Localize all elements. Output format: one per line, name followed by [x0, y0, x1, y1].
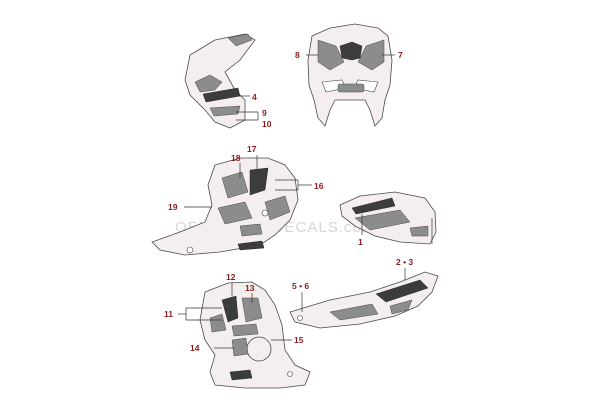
callout-16: 16: [314, 181, 324, 191]
fuel-tank: [339, 191, 437, 245]
callout-8: 8: [295, 50, 300, 60]
callout-7: 7: [398, 50, 403, 60]
callout-10: 10: [262, 119, 272, 129]
callout-11: 11: [164, 309, 173, 319]
lower-side-fairing: [199, 281, 311, 389]
callout-12: 12: [226, 272, 236, 282]
callout-19: 19: [168, 202, 178, 212]
kawasaki-logo-graphic: [351, 197, 396, 215]
front-upper-cowl: [307, 23, 393, 127]
ninja-tail-logo-graphic: [375, 279, 429, 303]
callout-13: 13: [245, 283, 255, 293]
callout-9: 9: [262, 108, 267, 118]
callout-15: 15: [294, 335, 304, 345]
callout-4: 4: [252, 92, 257, 102]
upper-side-fairing: [184, 33, 256, 129]
middle-side-fairing: [151, 157, 299, 256]
callout-17: 17: [247, 144, 257, 154]
callout-1: 1: [358, 237, 363, 247]
callout-5-6: 5 • 6: [292, 281, 309, 291]
callout-14: 14: [190, 343, 200, 353]
callout-18: 18: [231, 153, 241, 163]
callout-2-3: 2 • 3: [396, 257, 413, 267]
tail-cowl: [289, 271, 439, 329]
